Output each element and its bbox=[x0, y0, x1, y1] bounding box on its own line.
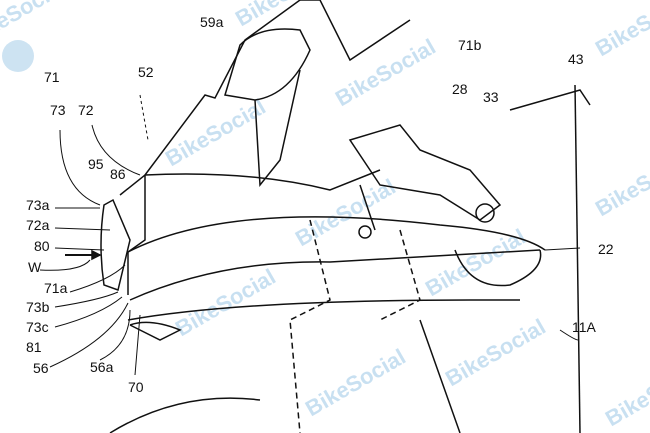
label-81: 81 bbox=[26, 339, 42, 355]
label-72: 72 bbox=[78, 102, 94, 118]
label-95: 95 bbox=[88, 156, 104, 172]
label-80: 80 bbox=[34, 238, 50, 254]
label-59a: 59a bbox=[200, 14, 224, 30]
label-22: 22 bbox=[598, 241, 614, 257]
label-73a: 73a bbox=[26, 197, 50, 213]
label-43: 43 bbox=[568, 51, 584, 67]
label-W: W bbox=[28, 259, 42, 275]
label-73: 73 bbox=[50, 102, 66, 118]
label-86: 86 bbox=[110, 166, 126, 182]
label-71: 71 bbox=[44, 69, 60, 85]
label-73c: 73c bbox=[26, 319, 49, 335]
label-33: 33 bbox=[483, 89, 499, 105]
watermark-logo-icon bbox=[2, 40, 34, 72]
label-71a: 71a bbox=[44, 280, 68, 296]
label-72a: 72a bbox=[26, 217, 50, 233]
label-56a: 56a bbox=[90, 359, 114, 375]
label-56: 56 bbox=[33, 360, 49, 376]
label-71b: 71b bbox=[458, 37, 482, 53]
label-28: 28 bbox=[452, 81, 468, 97]
label-11A: 11A bbox=[572, 319, 596, 335]
label-52: 52 bbox=[138, 64, 154, 80]
label-70: 70 bbox=[128, 379, 144, 395]
label-73b: 73b bbox=[26, 299, 50, 315]
